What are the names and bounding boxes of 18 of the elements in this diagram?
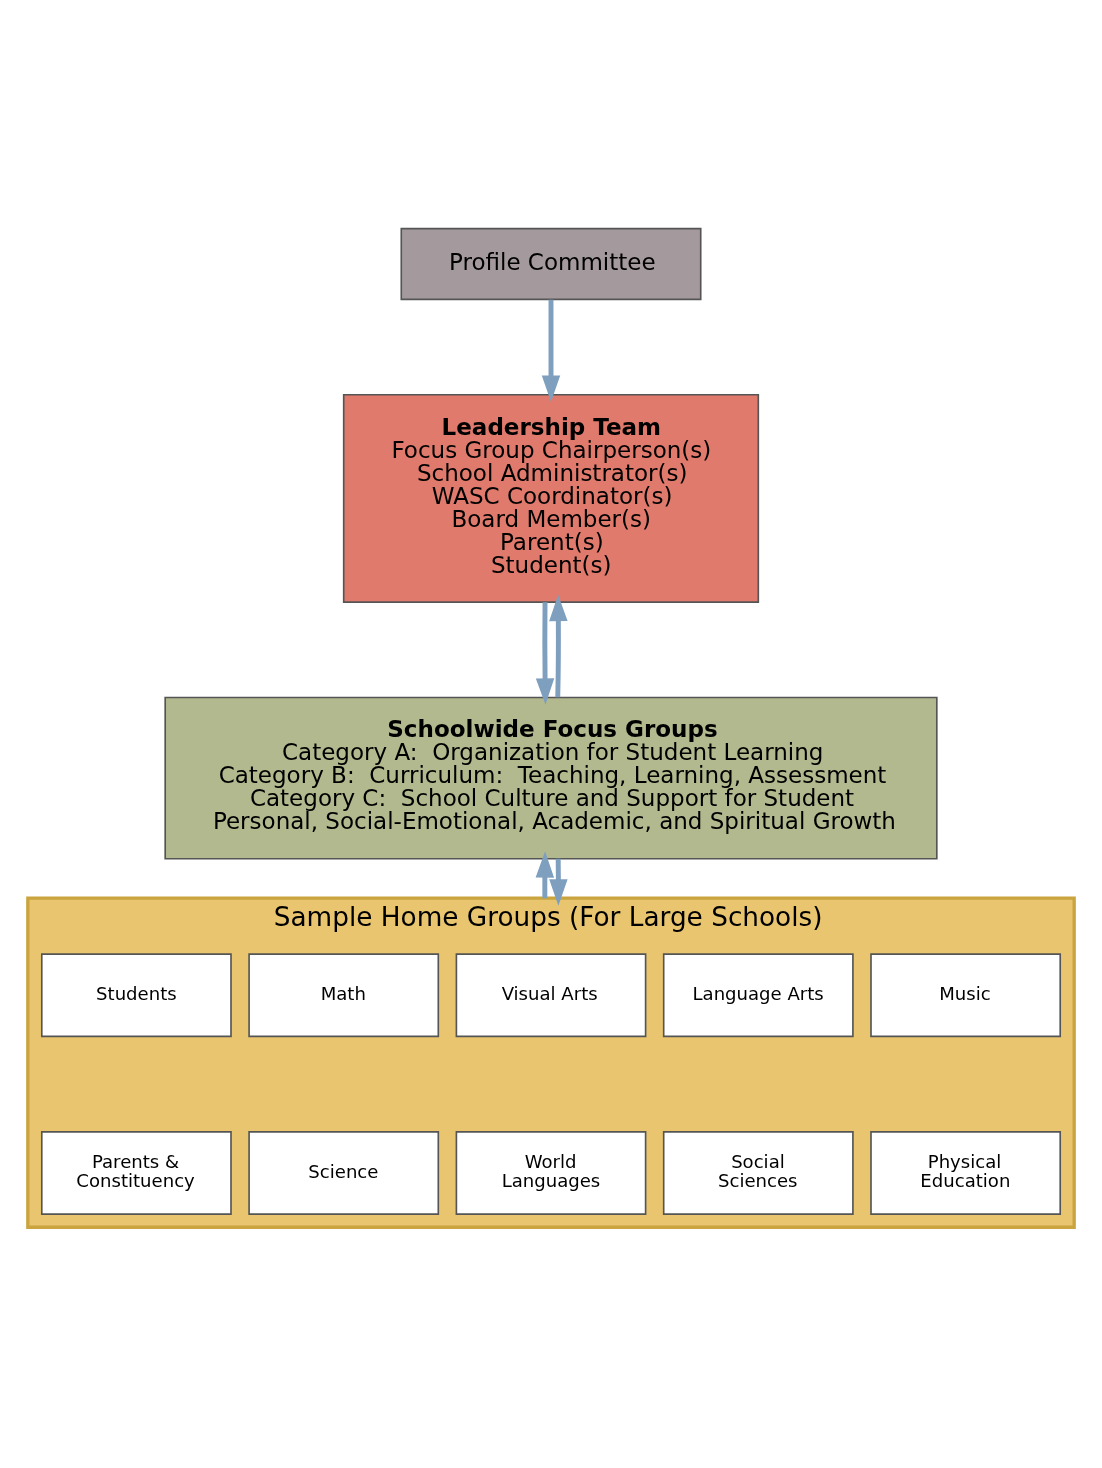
node-box: Parents & Constituency [40,1130,232,1215]
node-box: Visual Arts [455,952,647,1037]
node-box: World Languages [455,1130,647,1215]
node-box: Social Sciences [662,1130,854,1215]
arrow [549,594,568,697]
node-box: Physical Education [870,1130,1062,1215]
node-box: Music [870,952,1062,1037]
node-box: Language Arts [662,952,854,1037]
node-box: Profile Committee [400,227,702,300]
arrow [535,850,555,898]
node-box: Leadership Team Focus Group Chairperson(s) School Administrator(s) WASC Coordinator(s) Board Member(s) Parent(s) Student(s) [342,393,760,603]
node-box: Math [248,952,440,1037]
node-box: Students [40,952,232,1037]
arrow [549,858,568,906]
arrow [535,601,555,705]
node-box: Science [248,1130,440,1215]
arrow [541,299,561,402]
node-box: Schoolwide Focus Groups Category A: Organization for Student Learning Category B: Curriculum: Teaching, Learning, Assessment Category C: School Culture and Support for Student Personal, Social-Emotional, Academic, and Spiritual Growth [164,696,938,860]
